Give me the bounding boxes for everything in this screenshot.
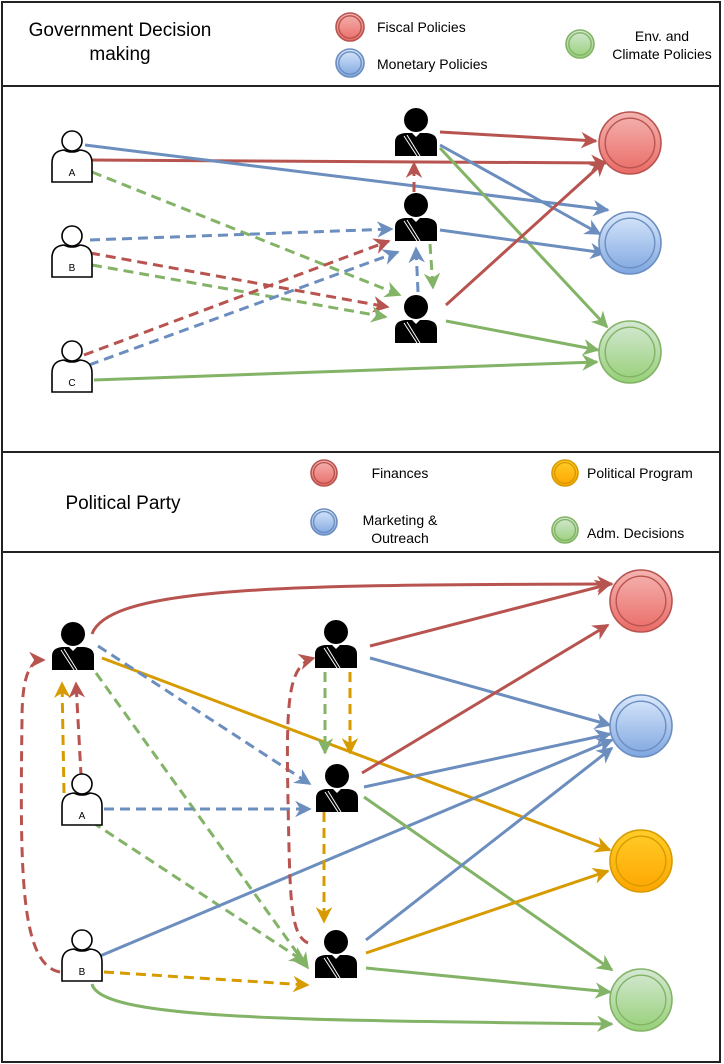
edge-gov-O1-env-green	[438, 146, 609, 329]
legend-label-env: Env. and Climate Policies	[602, 27, 722, 63]
actor-gov-O3	[395, 295, 437, 344]
legend-label-marketing-line-1: Marketing &	[362, 512, 438, 528]
target-program	[609, 829, 673, 893]
edge-gov-O3-fiscal-red	[444, 159, 607, 307]
edge-gov-O2-monetary-blue	[439, 228, 607, 260]
government-title-line-1: Government Decision	[28, 20, 212, 41]
target-fiscal	[598, 111, 662, 175]
legend-label-fiscal: Fiscal Policies	[377, 19, 466, 35]
actor-label: A	[79, 811, 86, 822]
edge-gov-B-O3-green	[91, 263, 388, 323]
legend-icon-monetary	[335, 48, 365, 78]
edge-party-A-L-orange	[54, 681, 71, 794]
edge-party-L-M2-blue	[97, 644, 312, 786]
legend-icon-fiscal	[335, 12, 365, 42]
actor-gov-C: C	[51, 340, 93, 393]
edge-gov-C-O2-red	[83, 238, 391, 357]
actor-gov-O2	[395, 193, 437, 242]
target-finances	[609, 569, 673, 633]
legend-label-program: Political Program	[587, 465, 693, 481]
edge-gov-O1-fiscal-red	[439, 130, 598, 149]
legend-label-marketing-line-2: Outreach	[371, 530, 429, 546]
edge-gov-A-monetary-blue	[84, 143, 610, 217]
legend-icon-env	[565, 29, 595, 59]
government-title: Government Decision making	[15, 19, 225, 67]
legend-icon-program	[551, 459, 579, 487]
actor-party-leader	[52, 622, 94, 671]
edge-party-M2-finances-red	[361, 623, 610, 775]
actor-party-M1	[315, 620, 357, 669]
edge-gov-O3-env-green	[445, 319, 600, 356]
edge-gov-C-env-green	[93, 354, 599, 382]
edge-party-M3-marketing-blue	[365, 746, 614, 942]
edge-party-M1-marketing-blue	[369, 656, 612, 729]
edge-party-L-program-orange	[101, 656, 612, 853]
legend-label-env-line-2: Climate Policies	[612, 46, 712, 62]
edge-party-L-M3-green	[94, 672, 310, 970]
edge-party-B-marketing-blue	[99, 738, 614, 958]
edge-gov-C-O2-blue	[88, 249, 400, 367]
legend-label-monetary: Monetary Policies	[377, 56, 488, 72]
edge-gov-A-O3-green	[91, 170, 402, 298]
actor-gov-O1	[395, 108, 437, 157]
edge-party-B-M3-orange	[103, 970, 310, 993]
actor-label: B	[69, 263, 76, 274]
edge-party-M2-marketing-blue	[363, 729, 612, 789]
party-header: Political Party	[1, 451, 721, 553]
edge-gov-A-fiscal-red	[87, 154, 608, 172]
edge-gov-O3-O2-blue	[408, 246, 425, 293]
edge-gov-B-O3-red	[89, 251, 390, 313]
target-adm	[609, 968, 673, 1032]
actor-party-M3	[315, 930, 357, 979]
legend-label-env-line-1: Env. and	[634, 28, 690, 44]
edge-party-A-M3-green	[91, 820, 307, 964]
actor-gov-B: B	[51, 225, 93, 278]
edge-party-M3-program-orange	[365, 867, 610, 955]
edge-party-L-finances-red	[90, 575, 614, 635]
edge-party-B-L-red	[19, 651, 61, 974]
target-env	[598, 320, 662, 384]
target-monetary	[598, 211, 662, 275]
actor-label: A	[69, 168, 76, 179]
edge-party-M2-adm-green	[363, 795, 614, 972]
legend-icon-finances	[310, 459, 338, 487]
actor-gov-A: A	[51, 130, 93, 183]
edge-gov-O2-O3-green	[423, 243, 441, 290]
government-title-line-2: making	[89, 44, 151, 65]
target-marketing	[609, 694, 673, 758]
actor-label: C	[68, 378, 75, 389]
actor-label: B	[79, 967, 86, 978]
edge-party-M3-M1-red	[285, 653, 316, 945]
legend-label-finances: Finances	[371, 465, 429, 481]
edge-party-B-adm-green	[90, 983, 614, 1033]
actor-party-M2	[316, 764, 358, 813]
actor-party-A: A	[61, 773, 103, 826]
actor-party-B: B	[61, 929, 103, 982]
legend-label-marketing: Marketing & Outreach	[350, 511, 450, 547]
legend-icon-marketing	[310, 508, 338, 536]
party-title: Political Party	[65, 493, 181, 514]
edge-party-M1-finances-red	[369, 579, 612, 648]
legend-label-adm: Adm. Decisions	[587, 525, 685, 541]
edge-party-M3-adm-green	[365, 966, 612, 999]
edge-gov-O1-monetary-blue	[439, 143, 602, 236]
edge-gov-B-O2-blue	[89, 221, 394, 242]
legend-icon-adm	[551, 516, 579, 544]
